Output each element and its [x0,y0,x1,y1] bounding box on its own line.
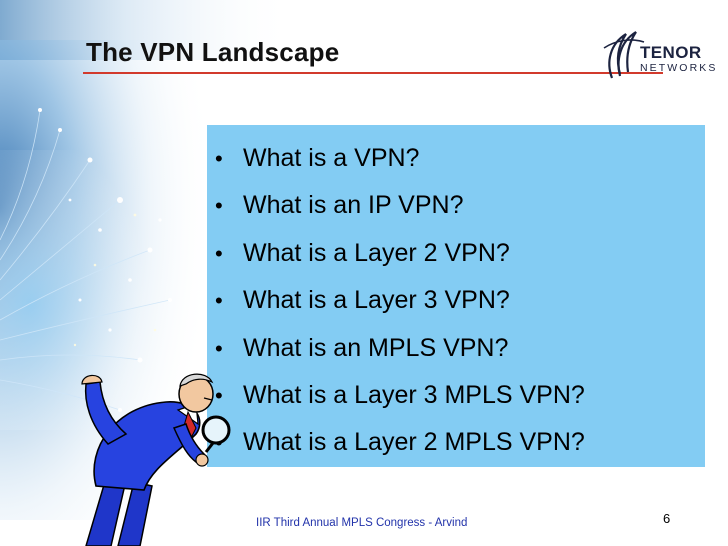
slide-title: The VPN Landscape [86,37,340,67]
bullet-item: What is an IP VPN? [207,182,705,230]
slide-footer: IIR Third Annual MPLS Congress - Arvind [256,517,468,529]
page-number: 6 [663,511,671,526]
logo-wordmark: TENOR [640,43,702,62]
bullet-list: What is a VPN? What is an IP VPN? What i… [207,125,705,467]
bullet-item: What is a Layer 2 VPN? [207,230,705,278]
logo-subtitle: NETWORKS [640,62,718,74]
man-with-magnifier-clipart [81,373,231,546]
bullet-item: What is an MPLS VPN? [207,325,705,373]
title-underline [83,72,663,74]
bullet-panel: What is a VPN? What is an IP VPN? What i… [207,125,705,467]
bullet-item: What is a Layer 2 MPLS VPN? [207,419,705,467]
tenor-swoosh-icon [603,31,645,79]
bullet-item: What is a VPN? [207,135,705,183]
bullet-item: What is a Layer 3 MPLS VPN? [207,372,705,420]
bullet-item: What is a Layer 3 VPN? [207,277,705,325]
company-logo: TENOR NETWORKS [598,26,718,84]
